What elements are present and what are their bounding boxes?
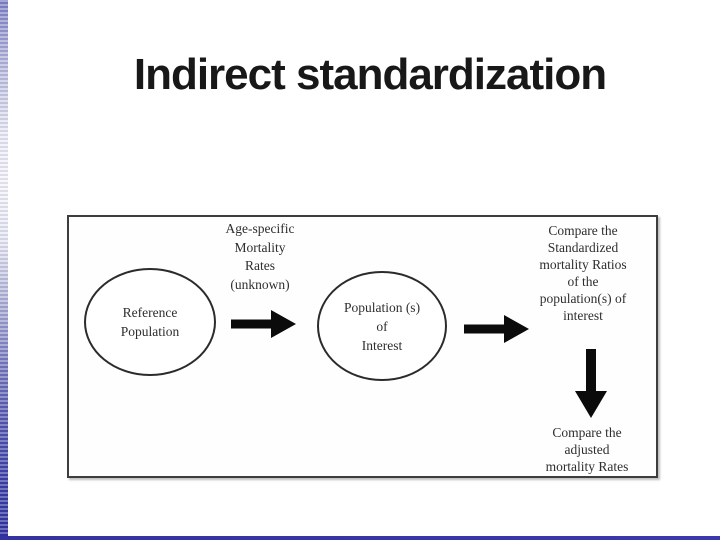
node-population-of-interest-label: Population (s) of Interest: [343, 299, 421, 353]
arrow1-label: Age-specific Mortality Rates (unknown): [225, 221, 295, 292]
compare-adjusted-rates-label: Compare the adjusted mortality Rates: [545, 425, 629, 474]
node-reference-population-label: Reference Population: [120, 305, 180, 339]
slide-left-accent-strip: [0, 0, 8, 540]
node-population-of-interest: Population (s) of Interest: [317, 271, 447, 381]
slide-bottom-accent-bar: [0, 536, 720, 540]
diagram-box: Reference Population Age-specific Mortal…: [67, 215, 658, 478]
slide-title: Indirect standardization: [133, 50, 607, 99]
arrow-right-icon: [231, 310, 296, 338]
arrow-right-icon: [464, 315, 529, 343]
compare-standardized-ratios-label: Compare the Standardized mortality Ratio…: [539, 223, 627, 323]
arrow-down-icon: [575, 349, 607, 418]
node-reference-population: Reference Population: [84, 268, 216, 376]
